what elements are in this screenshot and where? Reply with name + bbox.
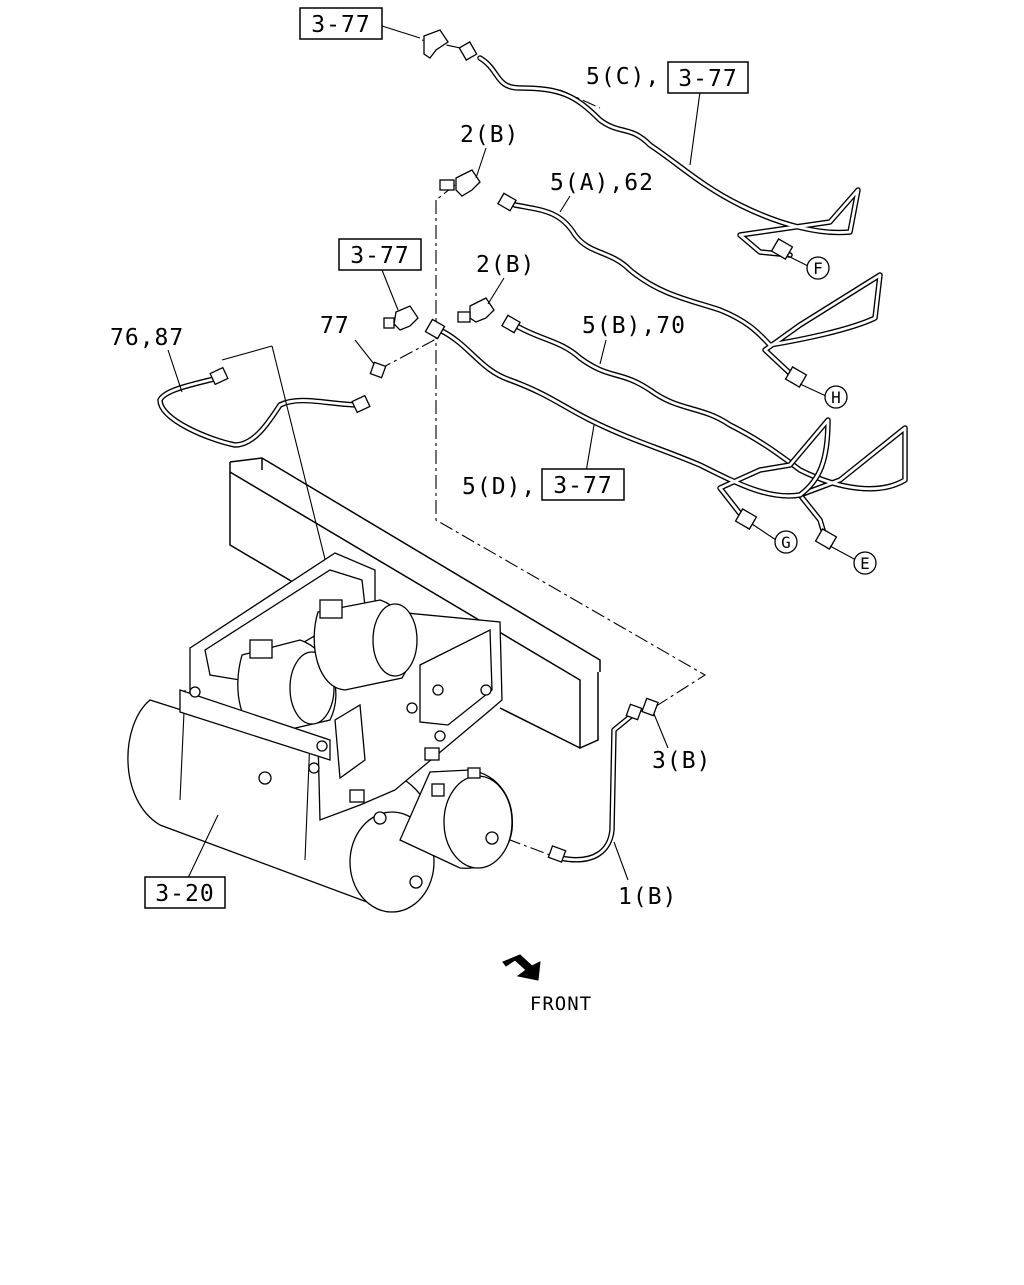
label-76-87: 76,87 [110, 325, 184, 351]
ref-box-5d[interactable]: 3-77 [541, 468, 625, 501]
connector-e: E [853, 551, 877, 575]
ref-box-top[interactable]: 3-77 [299, 7, 383, 40]
fittings [209, 29, 838, 863]
ref-box-mid[interactable]: 3-77 [338, 238, 422, 271]
connector-g: G [774, 530, 798, 554]
connector-h-text: H [831, 388, 841, 407]
bracket-assembly [179, 552, 503, 821]
label-2b-top: 2(B) [460, 122, 519, 148]
pipe-5c [477, 55, 861, 258]
label-5c: 5(C), [586, 64, 660, 90]
pipe-5b [512, 322, 908, 543]
label-5d: 5(D), [462, 474, 536, 500]
ref-box-5c[interactable]: 3-77 [667, 61, 749, 94]
pipe-1b [557, 709, 639, 863]
connector-g-text: G [781, 533, 791, 552]
connector-e-text: E [860, 554, 870, 573]
label-5a: 5(A),62 [550, 170, 654, 196]
connector-h: H [824, 385, 848, 409]
label-3b: 3(B) [652, 748, 711, 774]
label-2b-mid: 2(B) [476, 252, 535, 278]
connector-f: F [806, 256, 830, 280]
connector-f-text: F [813, 259, 823, 278]
pipe-5a [512, 202, 883, 381]
leader-lines [167, 25, 857, 881]
label-77: 77 [320, 313, 350, 339]
frame-rail [229, 457, 601, 750]
front-arrow-icon [502, 954, 541, 981]
label-1b: 1(B) [618, 884, 677, 910]
label-5b: 5(B),70 [582, 313, 686, 339]
pipe-76-87 [157, 375, 363, 448]
ref-top-text: 3-77 [311, 12, 370, 38]
pipe-5d [437, 327, 831, 523]
front-label: FRONT [530, 993, 592, 1015]
ref-box-bottom[interactable]: 3-20 [144, 876, 226, 909]
ref-mid-text: 3-77 [350, 243, 409, 269]
ref-bottom-text: 3-20 [155, 881, 214, 907]
air-tanks [127, 689, 514, 913]
ref-5c-text: 3-77 [678, 66, 737, 92]
ref-5d-text: 3-77 [553, 473, 612, 499]
